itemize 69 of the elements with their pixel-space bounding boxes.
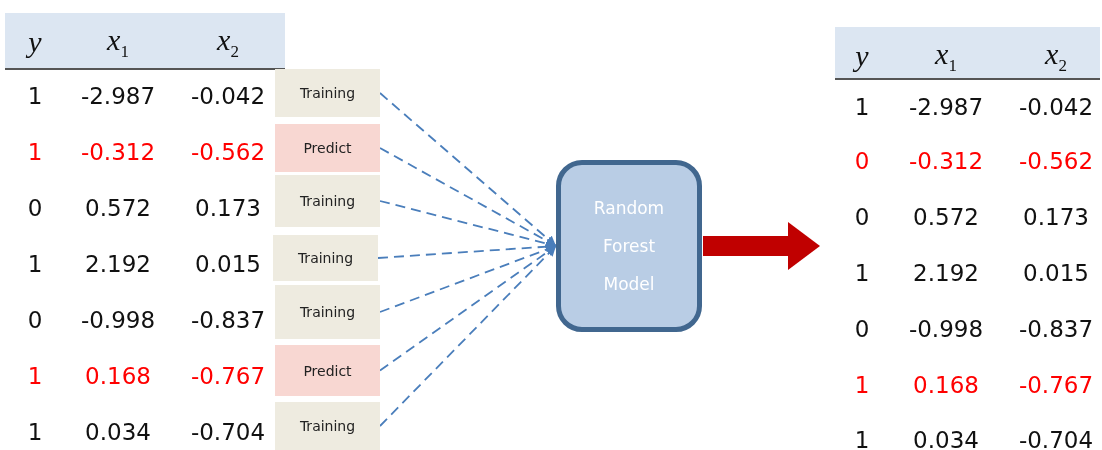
- table-cell: -2.987: [908, 94, 984, 120]
- table-cell: -0.562: [190, 139, 266, 165]
- table-cell: -0.767: [190, 363, 266, 389]
- box-label: Predict: [303, 362, 352, 379]
- table-cell: -0.704: [190, 419, 266, 445]
- table-cell: 0: [854, 316, 870, 342]
- table-cell: 1: [854, 372, 870, 398]
- table-cell: -2.987: [80, 83, 156, 109]
- table-cell: 1: [27, 139, 43, 165]
- table-cell: 0.034: [85, 419, 151, 445]
- predict-box: [275, 345, 380, 396]
- dashed-arrow: [379, 147, 557, 247]
- table-cell: -0.837: [1018, 316, 1094, 342]
- table-cell: 0.572: [913, 204, 979, 230]
- table-cell: 2.192: [85, 251, 151, 277]
- box-label: Predict: [303, 140, 352, 156]
- table-cell: 0.572: [85, 195, 151, 221]
- dashed-arrow: [379, 92, 557, 247]
- table-cell: 1: [27, 363, 43, 389]
- table-cell: 1: [27, 83, 43, 109]
- training-box: [275, 402, 380, 450]
- box-label: Training: [299, 193, 356, 209]
- table-cell: 2.192: [913, 260, 979, 286]
- table-cell: 1: [27, 419, 43, 445]
- dashed-arrow: [379, 245, 557, 427]
- column-header: y: [28, 25, 42, 59]
- table-cell: -0.704: [1018, 427, 1094, 450]
- dashed-arrow: [379, 245, 557, 372]
- table-cell: -0.837: [190, 307, 266, 333]
- table-cell: -0.998: [80, 307, 156, 333]
- block-arrow: [703, 222, 820, 270]
- table-cell: 0: [854, 204, 870, 230]
- training-box: [275, 175, 380, 227]
- table-cell: 0: [27, 195, 43, 221]
- box-label: Training: [299, 85, 356, 101]
- table-cell: 1: [854, 94, 870, 120]
- table-cell: 1: [854, 427, 870, 450]
- table-cell: -0.042: [1018, 94, 1094, 120]
- column-header: x$_{1}$: [935, 36, 957, 76]
- training-box: [275, 285, 380, 339]
- column-header: x$_{2}$: [217, 22, 239, 62]
- table-cell: -0.312: [80, 139, 156, 165]
- box-label: Training: [297, 250, 354, 266]
- model-box: [556, 160, 702, 332]
- column-header: x$_{1}$: [107, 22, 129, 62]
- table-cell: -0.998: [908, 316, 984, 342]
- table-cell: 1: [854, 260, 870, 286]
- table-cell: 1: [27, 251, 43, 277]
- box-label: Training: [299, 304, 356, 320]
- column-header: y: [855, 39, 869, 73]
- training-box: [273, 235, 378, 281]
- table-cell: 0.168: [85, 363, 151, 389]
- training-box: [275, 69, 380, 117]
- table-cell: 0: [854, 148, 870, 174]
- box-label: Training: [299, 418, 356, 434]
- table-cell: -0.767: [1018, 372, 1094, 398]
- table-cell: -0.312: [908, 148, 984, 174]
- table-cell: 0.168: [913, 372, 979, 398]
- table-cell: 0: [27, 307, 43, 333]
- table-cell: 0.034: [913, 427, 979, 450]
- column-header: x$_{2}$: [1045, 36, 1067, 76]
- table-cell: 0.015: [195, 251, 261, 277]
- table-cell: 0.173: [195, 195, 261, 221]
- table-cell: -0.042: [190, 83, 266, 109]
- predict-box: [275, 124, 380, 172]
- model-label: Random Forest Model: [592, 197, 666, 296]
- table-cell: 0.015: [1023, 260, 1089, 286]
- table-cell: -0.562: [1018, 148, 1094, 174]
- table-cell: 0.173: [1023, 204, 1089, 230]
